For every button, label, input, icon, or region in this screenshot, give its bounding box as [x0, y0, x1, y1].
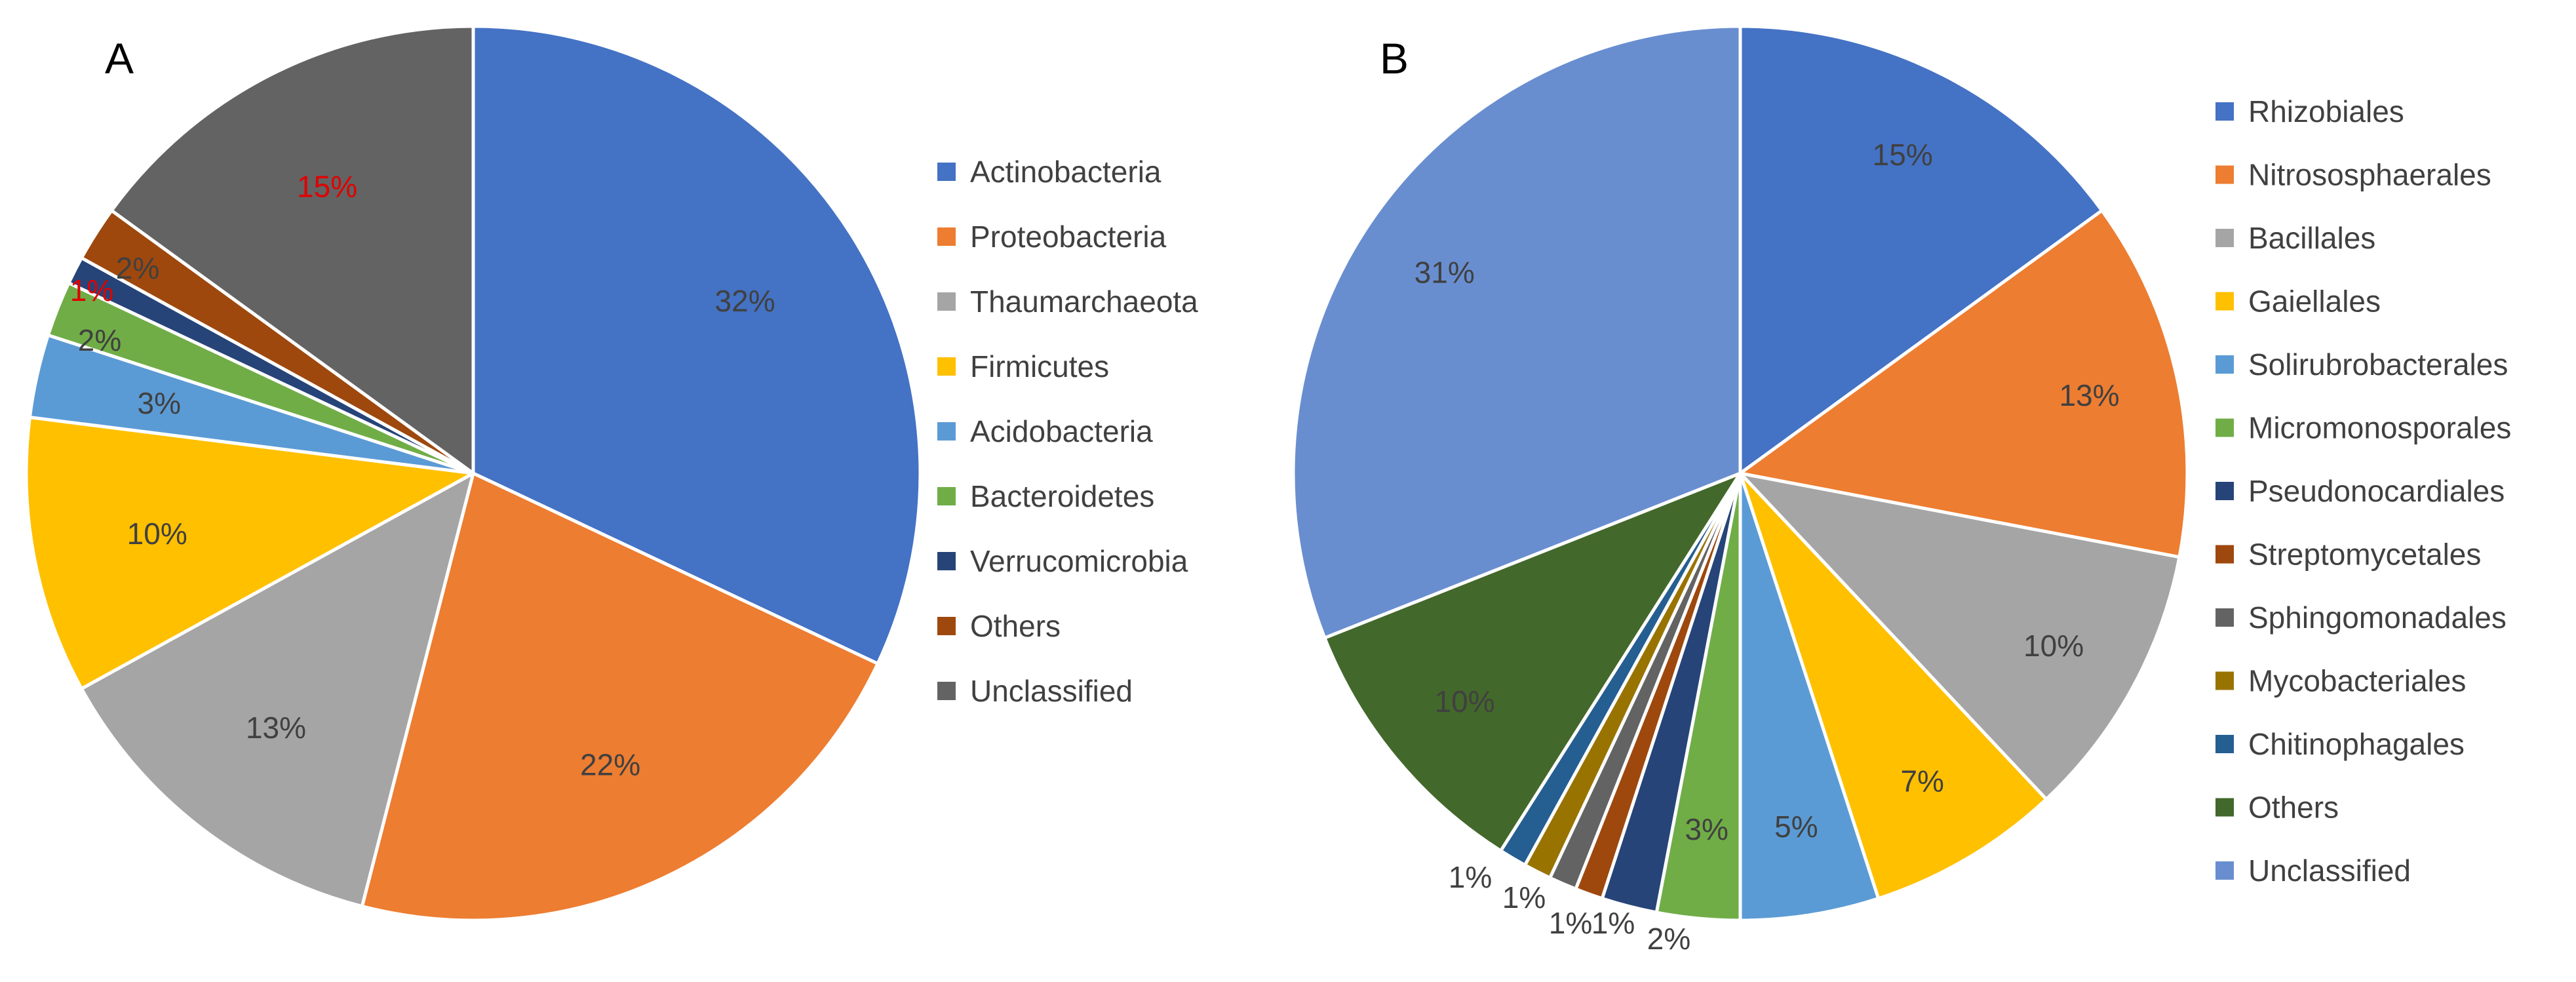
slice-label-a-2: 13% [246, 711, 306, 745]
legend-swatch-a-2 [937, 292, 956, 311]
legend-swatch-b-6 [2215, 482, 2234, 500]
slice-label-b-7: 1% [1591, 906, 1635, 940]
slice-label-b-5: 3% [1685, 812, 1728, 846]
slice-label-b-0: 15% [1873, 138, 1933, 172]
legend-swatch-b-9 [2215, 671, 2234, 690]
legend-label-a-0: Actinobacteria [970, 155, 1161, 189]
legend-label-a-6: Verrucomicrobia [970, 544, 1188, 578]
legend-swatch-b-10 [2215, 735, 2234, 753]
pie-slice-b-2 [1738, 471, 2181, 801]
slice-label-b-11: 10% [1435, 684, 1495, 718]
pie-slice-b-12 [1291, 24, 1742, 640]
pie-slice-b-1 [1738, 208, 2189, 559]
panel-label-b: B [1380, 34, 1409, 83]
legend-label-a-1: Proteobacteria [970, 220, 1167, 254]
legend-a: ActinobacteriaProteobacteriaThaumarchaeo… [937, 155, 1198, 708]
pie-chart-b: B 15%13%10%7%5%3%2%1%1%1%1%10%31% Rhizob… [1291, 24, 2511, 956]
legend-swatch-a-1 [937, 227, 956, 246]
pie-slice-b-11 [1323, 471, 1742, 853]
legend-swatch-a-4 [937, 422, 956, 441]
legend-swatch-b-2 [2215, 229, 2234, 247]
legend-swatch-a-7 [937, 617, 956, 635]
legend-label-b-6: Pseudonocardiales [2248, 474, 2505, 508]
legend-label-b-0: Rhizobiales [2248, 94, 2404, 128]
slice-labels-b: 15%13%10%7%5%3%2%1%1%1%1%10%31% [1415, 138, 2120, 956]
legend-swatch-b-12 [2215, 861, 2234, 880]
legend-label-b-7: Streptomycetales [2248, 538, 2481, 572]
legend-label-b-3: Gaiellales [2248, 285, 2381, 319]
legend-label-b-1: Nitrososphaerales [2248, 158, 2491, 192]
pie-slice-a-1 [360, 471, 880, 922]
legend-swatch-b-4 [2215, 355, 2234, 374]
slice-label-a-5: 2% [78, 323, 121, 357]
legend-label-b-4: Solirubrobacterales [2248, 347, 2508, 382]
legend-swatch-a-0 [937, 163, 956, 181]
slice-label-b-8: 1% [1549, 906, 1592, 940]
legend-swatch-b-5 [2215, 418, 2234, 437]
pie-slice-a-0 [471, 24, 922, 665]
legend-label-b-2: Bacillales [2248, 221, 2375, 255]
slice-label-b-12: 31% [1415, 255, 1475, 289]
slice-label-b-4: 5% [1774, 810, 1818, 844]
legend-label-a-2: Thaumarchaeota [970, 285, 1198, 319]
legend-label-a-4: Acidobacteria [970, 414, 1153, 448]
pie-slices-a [24, 24, 922, 922]
legend-label-b-5: Micromonosporales [2248, 411, 2511, 445]
legend-label-a-7: Others [970, 609, 1061, 643]
legend-label-a-8: Unclassified [970, 674, 1133, 708]
pie-slice-a-8 [109, 24, 475, 475]
slice-label-b-9: 1% [1502, 880, 1546, 914]
slice-label-a-8: 15% [297, 170, 357, 204]
pie-slices-b [1291, 24, 2189, 922]
legend-label-b-9: Mycobacteriales [2248, 664, 2466, 698]
legend-swatch-a-6 [937, 552, 956, 570]
legend-swatch-b-3 [2215, 292, 2234, 311]
legend-swatch-b-7 [2215, 545, 2234, 564]
legend-label-a-5: Bacteroidetes [970, 479, 1154, 513]
slice-label-b-6: 2% [1647, 922, 1690, 956]
panel-label-a: A [105, 34, 134, 83]
legend-swatch-b-0 [2215, 102, 2234, 121]
legend-label-b-12: Unclassified [2248, 854, 2411, 888]
slice-labels-a: 32%22%13%10%3%2%1%2%15% [70, 170, 775, 782]
legend-swatch-a-8 [937, 682, 956, 700]
legend-swatch-b-11 [2215, 798, 2234, 817]
slice-label-b-2: 10% [2023, 629, 2084, 663]
slice-label-a-6: 1% [70, 273, 113, 307]
slice-label-b-10: 1% [1449, 860, 1492, 894]
legend-label-a-3: Firmicutes [970, 349, 1109, 383]
slice-label-a-7: 2% [116, 251, 159, 285]
pie-slice-a-3 [24, 416, 475, 691]
legend-swatch-a-3 [937, 357, 956, 376]
pie-chart-a: A 32%22%13%10%3%2%1%2%15% Actinobacteria… [24, 24, 1198, 922]
pie-slice-b-4 [1738, 471, 1881, 922]
legend-b: RhizobialesNitrososphaeralesBacillalesGa… [2215, 94, 2511, 888]
legend-label-b-10: Chitinophagales [2248, 727, 2465, 761]
slice-label-b-1: 13% [2059, 378, 2119, 412]
legend-swatch-a-5 [937, 487, 956, 505]
legend-label-b-8: Sphingomonadales [2248, 600, 2507, 635]
legend-label-b-11: Others [2248, 791, 2339, 825]
slice-label-a-1: 22% [580, 747, 640, 781]
pie-slice-a-2 [79, 471, 475, 909]
pie-slice-b-0 [1738, 24, 2104, 475]
legend-swatch-b-1 [2215, 165, 2234, 184]
slice-label-a-0: 32% [715, 284, 775, 318]
slice-label-b-3: 7% [1900, 764, 1943, 798]
slice-label-a-4: 3% [138, 386, 181, 420]
slice-label-a-3: 10% [127, 517, 187, 551]
legend-swatch-b-8 [2215, 608, 2234, 627]
pie-slice-b-3 [1738, 471, 2048, 901]
